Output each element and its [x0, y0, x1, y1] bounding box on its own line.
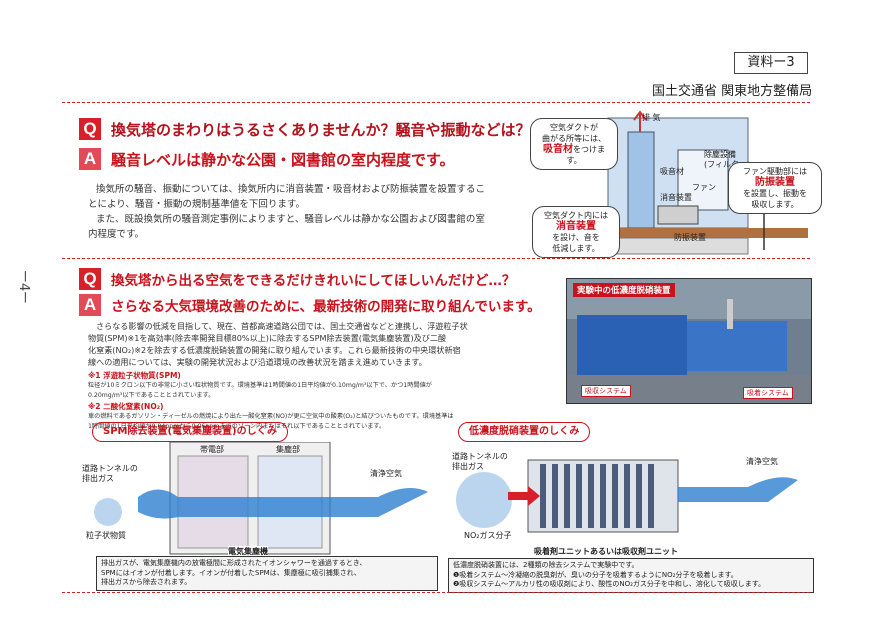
- a-mark: A: [79, 148, 101, 170]
- callout-antivibration-end: を設置し、振動を 吸収します。: [743, 189, 807, 209]
- note1-title: ※1 浮遊粒子状物質(SPM): [88, 371, 181, 380]
- spm-foot-line: SPMにはイオンが付着します。イオンが付着したSPMは、集塵極に吸引捕集され、: [101, 568, 361, 577]
- nox-foot-line: ❷吸収システム～アルカリ性の吸収剤により、酸性のNO₂ガス分子を中和し、溶化して…: [453, 580, 766, 588]
- page-number: ー4ー: [16, 270, 31, 305]
- body-line: とにより、騒音・振動の規制基準値を下回ります。: [88, 199, 305, 210]
- question-1-text: 換気塔のまわりはうるさくありませんか？騒音や振動などは？: [111, 120, 531, 139]
- nox-diagram-drawing: [456, 459, 798, 533]
- callout-silencer-red: 消音装置: [556, 221, 596, 232]
- note1-line: 粒径が10ミクロン以下の非常に小さい粒状物質です。環境基準は1時間値の1日平均値…: [88, 382, 432, 389]
- experiment-photo: 実験中の低濃度脱硝装置 吸収システム 吸着システム: [566, 278, 812, 404]
- callout-silencer-text: 空気ダクト内には: [544, 211, 608, 220]
- spm-collect-label: 集塵部: [276, 445, 300, 454]
- footnotes: ※1 浮遊粒子状物質(SPM) 粒径が10ミクロン以下の非常に小さい粒状物質です…: [88, 370, 558, 432]
- answer-1: A 騒音レベルは静かな公園・図書館の室内程度です。: [79, 148, 455, 170]
- nox-title: 低濃度脱硝装置のしくみ: [458, 422, 591, 442]
- spm-particle-label: 粒子状物質: [86, 531, 126, 540]
- top-divider: [62, 102, 810, 103]
- spm-foot-line: 排出ガスが、電気集塵機内の放電極間に形成されたイオンシャワーを通過するとき、: [101, 559, 367, 567]
- spm-foot-line: 排出ガスから除去されます。: [101, 578, 192, 586]
- question-2: Q 換気塔から出る空気をできるだけきれいにしてほしいんだけど…？: [79, 268, 515, 290]
- callout-antivibration: ファン駆動部には 防振装置を設置し、振動を 吸収します。: [728, 162, 822, 214]
- middle-divider: [62, 258, 810, 259]
- answer-1-body: 換気所の騒音、振動については、換気所内に消音装置・吸音材および防振装置を設置する…: [88, 182, 518, 242]
- photo-title: 実験中の低濃度脱硝装置: [573, 283, 675, 297]
- body-line: 内程度です。: [88, 229, 145, 240]
- photo-label-right: 吸着システム: [743, 387, 793, 399]
- note2-title: ※2 二酸化窒素(NO₂): [88, 402, 164, 411]
- spm-charge-label: 帯電部: [200, 445, 224, 454]
- callout-absorber-red: 吸音材: [543, 144, 573, 155]
- absorber-label: 吸音材: [660, 167, 684, 176]
- spm-explanation: 排出ガスが、電気集塵機内の放電極間に形成されたイオンシャワーを通過するとき、 S…: [96, 556, 438, 591]
- silencer-label: 消音装置: [660, 193, 692, 202]
- agency-name: 国土交通省 関東地方整備局: [652, 84, 813, 99]
- nox-foot-line: ❶吸着システム～冷凝縮の脱臭剤が、臭いの分子を吸着するようにNO₂分子を吸着しま…: [453, 570, 738, 579]
- spm-title: SPM除去装置(電気集塵装置)のしくみ: [92, 422, 289, 442]
- spm-diagram: 道路トンネルの 排出ガス 粒子状物質 帯電部 集塵部 清浄空気 電気集塵機: [78, 441, 438, 560]
- nox-unit-label: 吸着剤ユニットあるいは吸収剤ユニット: [534, 547, 678, 556]
- photo-label-left: 吸収システム: [581, 385, 631, 397]
- nox-foot-line: 低濃度脱硝装置には、2種類の除去システムで実験中です。: [453, 561, 639, 569]
- question-2-text: 換気塔から出る空気をできるだけきれいにしてほしいんだけど…？: [111, 273, 516, 289]
- nox-inlet-label: 道路トンネルの 排出ガス: [452, 452, 508, 471]
- spm-clean-label: 清浄空気: [370, 469, 402, 478]
- ventilation-diagram: 排 気 除塵設備 (フィルター) 吸音材 ファン 消音装置 防振装置 空気ダクト…: [528, 110, 822, 260]
- body-line: また、既設換気所の騒音測定事例によりますと、騒音レベルは静かな公園および図書館の…: [96, 214, 485, 225]
- answer-2-text: さらなる大気環境改善のために、最新技術の開発に取り組んでいます。: [111, 299, 541, 315]
- answer-2-body: さらなる影響の低減を目指して、現在、首都高速道路公団では、国土交通省などと連携し…: [88, 320, 558, 368]
- body-line: 化窒素(NO₂)※2を除去する低濃度脱硝装置の開発に取り組んでいます。これら最新…: [88, 345, 461, 355]
- note2-line: 1時間値の1日平均値が0.04ppmから0.06ppmまでのゾーン内またはそれ以…: [88, 423, 386, 430]
- answer-1-text: 騒音レベルは静かな公園・図書館の室内程度です。: [111, 150, 455, 169]
- document-tag: 資料ー3: [734, 52, 808, 74]
- callout-absorber: 空気ダクトが 曲がる所等には、 吸音材をつけます。: [530, 118, 618, 170]
- spm-inlet-label: 道路トンネルの 排出ガス: [82, 464, 138, 483]
- callout-antivibration-red: 防振装置: [755, 177, 795, 188]
- bottom-divider: [62, 592, 810, 593]
- body-line: 換気所の騒音、振動については、換気所内に消音装置・吸音材および防振装置を設置する…: [96, 184, 486, 195]
- spm-device-label: 電気集塵機: [228, 546, 268, 557]
- dust-filter-label: 除塵設備 (フィルター): [704, 150, 751, 169]
- no2-molecule-label: NO₂ガス分子: [464, 531, 512, 540]
- body-line: さらなる影響の低減を目指して、現在、首都高速道路公団では、国土交通省などと連携し…: [96, 321, 468, 331]
- q-mark: Q: [79, 268, 101, 290]
- callout-antivibration-text: ファン駆動部には: [743, 167, 807, 176]
- fan-label: ファン: [692, 183, 716, 192]
- answer-2: A さらなる大気環境改善のために、最新技術の開発に取り組んでいます。: [79, 294, 541, 316]
- exhaust-label: 排 気: [642, 113, 661, 122]
- body-line: 線への適用については、実験の開発状況および沿道環境の改善状況を踏まえ進めていきま…: [88, 357, 427, 367]
- body-line: 物質(SPM)※1を高効率(除去率開発目標80%以上)に除去するSPM除去装置(…: [88, 333, 447, 343]
- antivibration-label: 防振装置: [674, 233, 706, 242]
- callout-absorber-text: 空気ダクトが 曲がる所等には、: [542, 123, 606, 143]
- nox-explanation: 低濃度脱硝装置には、2種類の除去システムで実験中です。 ❶吸着システム～冷凝縮の…: [448, 558, 814, 593]
- q-mark: Q: [79, 118, 101, 140]
- note1-line: 0.20mg/m³以下であることとされています。: [88, 392, 215, 399]
- nox-diagram: 道路トンネルの 排出ガス 清浄空気 NO₂ガス分子: [448, 442, 810, 542]
- note2-line: 車の燃料であるガソリン・ディーゼルの燃焼により出た一酸化窒素(NO)が更に空気中…: [88, 413, 454, 420]
- nox-clean-label: 清浄空気: [746, 457, 778, 466]
- callout-absorber-end: をつけます。: [566, 145, 605, 165]
- a-mark: A: [79, 294, 101, 316]
- spm-diagram-drawing: [94, 441, 428, 555]
- callout-silencer: 空気ダクト内には 消音装置を設け、音を 低減します。: [532, 206, 620, 258]
- question-1: Q 換気塔のまわりはうるさくありませんか？騒音や振動などは？: [79, 118, 531, 140]
- callout-silencer-end: を設け、音を 低減します。: [552, 233, 600, 253]
